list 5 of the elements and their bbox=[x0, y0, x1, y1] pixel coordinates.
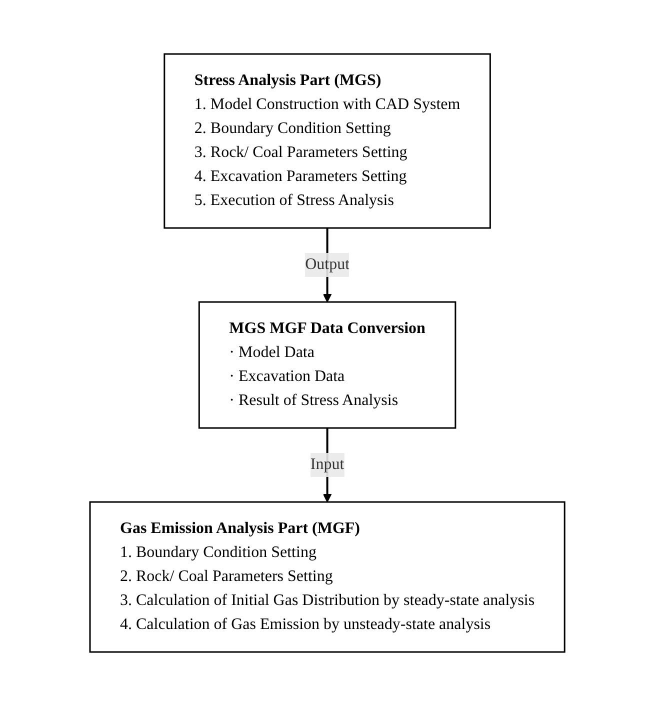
edge-label: Output bbox=[305, 256, 350, 273]
node-box: Stress Analysis Part (MGS) 1. Model Construction with CAD System 2. Boundary Condition Setting 3. Rock/ Coal Parameters Setting 4. Excavation Parameters Setting 5. Execution of Stress Analysis bbox=[164, 53, 492, 229]
edge-label: Input bbox=[310, 456, 344, 473]
node-box: Gas Emission Analysis Part (MGF) 1. Boundary Condition Setting 2. Rock/ Coal Parameters Setting 3. Calculation of Initial Gas Distribution by steady-state analysis 4. Calculation of Gas Emission by unsteady-state analysis bbox=[89, 501, 566, 653]
node-box: MGS MGF Data Conversion · Model Data · Excavation Data · Result of Stress Analysis bbox=[198, 301, 456, 429]
